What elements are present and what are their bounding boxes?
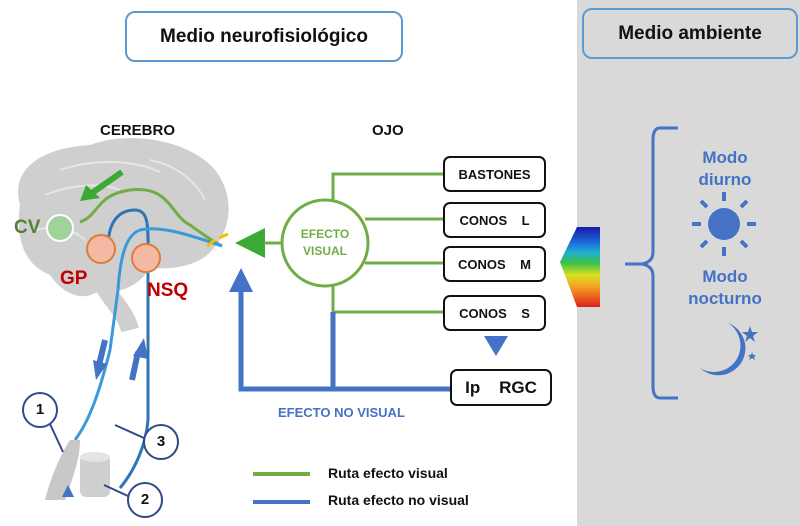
sun-icon — [692, 192, 756, 256]
light-spectrum — [560, 227, 600, 307]
descending-arrowhead — [93, 360, 107, 380]
nsq-label: NSQ — [147, 280, 189, 301]
night-mode-line1: Modo — [702, 267, 748, 286]
brain-section-label: CEREBRO — [100, 122, 176, 139]
environment-brace — [625, 126, 678, 400]
night-mode-label: Modo nocturno — [675, 266, 775, 310]
callout-2-label: 2 — [140, 491, 150, 508]
day-mode-line2: diurno — [698, 170, 752, 189]
moon-stars-icon — [700, 323, 758, 376]
non-visual-arrowhead — [229, 268, 253, 292]
callout-2 — [103, 482, 163, 518]
visual-effect-line1: EFECTO — [300, 227, 350, 241]
neurophysiological-title: Medio neurofisiológico — [125, 11, 403, 62]
receptor-conos-s: CONOS S — [443, 295, 546, 331]
cv-input-arrow — [90, 169, 124, 196]
visual-effect-arrowhead — [235, 228, 265, 258]
environment-title: Medio ambiente — [582, 8, 798, 59]
neurophysiological-title-text: Medio neurofisiológico — [160, 25, 368, 47]
visual-effect-label: EFECTO VISUAL — [290, 226, 360, 260]
down-arrow-icon — [484, 336, 508, 356]
spinal-illustration — [45, 440, 110, 500]
non-visual-effect-label: EFECTO NO VISUAL — [278, 405, 405, 420]
receptor-conos-m: CONOS M — [443, 246, 546, 282]
night-mode-line2: nocturno — [688, 289, 762, 308]
callout-3 — [114, 424, 179, 460]
visual-path-brain — [79, 187, 223, 248]
callout-1-label: 1 — [35, 401, 45, 418]
day-mode-label: Modo diurno — [680, 147, 770, 191]
environment-panel — [577, 0, 800, 526]
visual-effect-line2: VISUAL — [302, 244, 347, 258]
callout-3-label: 3 — [156, 433, 166, 450]
cv-node — [46, 214, 74, 242]
non-visual-return-path — [238, 290, 450, 392]
callout-1 — [22, 392, 64, 453]
connector-conos-s — [331, 286, 443, 314]
receptor-conos-l: CONOS L — [443, 202, 546, 238]
nsq-node — [131, 243, 161, 273]
legend-non-visual-label: Ruta efecto no visual — [328, 492, 469, 508]
ascending-arrowhead — [133, 338, 148, 359]
visual-effect-circle — [280, 198, 370, 288]
eye-section-label: OJO — [372, 122, 404, 139]
connector-bastones — [331, 172, 443, 201]
cv-input-arrowhead — [80, 185, 100, 201]
receptor-bastones: BASTONES — [443, 156, 546, 192]
environment-title-text: Medio ambiente — [618, 22, 762, 44]
cv-label: CV — [14, 217, 41, 238]
non-visual-path-2 — [73, 227, 223, 441]
legend-visual-label: Ruta efecto visual — [328, 465, 448, 481]
optic-chiasm-marker — [206, 232, 229, 248]
day-mode-line1: Modo — [702, 148, 748, 167]
receptor-iprgc: Ip RGC — [450, 369, 552, 406]
gp-label: GP — [60, 268, 88, 289]
descending-arrow — [96, 339, 108, 366]
gp-node — [86, 234, 116, 264]
